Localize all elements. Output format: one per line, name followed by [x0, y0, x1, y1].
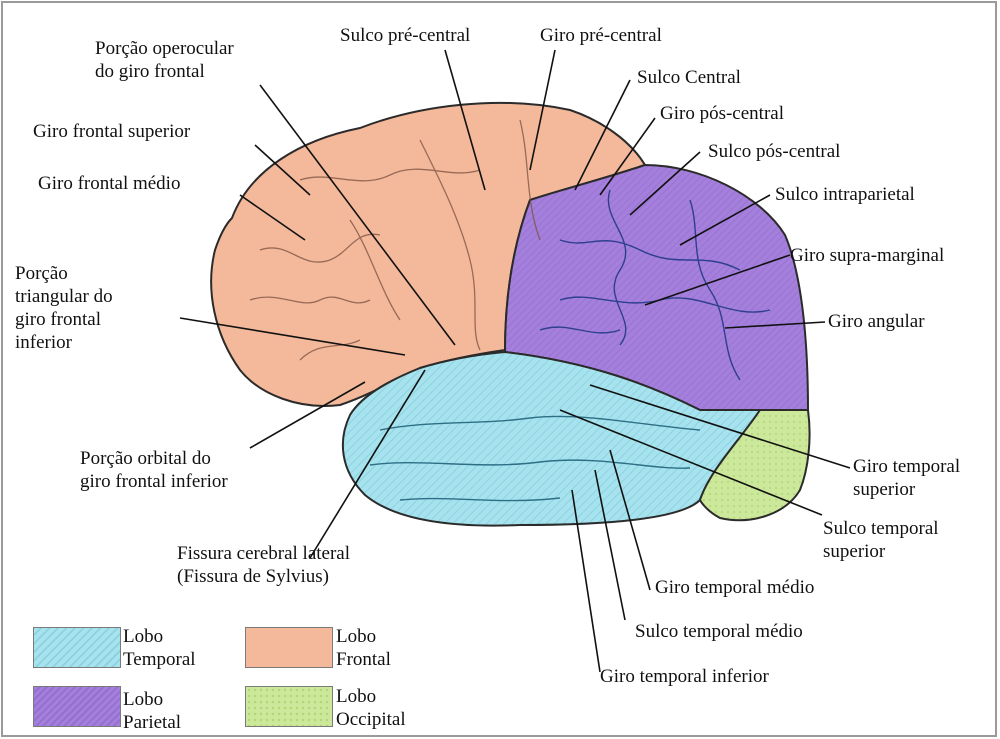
leader-giro-temporal-superior	[589, 384, 851, 469]
leader-giro-pre-central	[529, 49, 556, 171]
leader-sulco-central	[574, 79, 631, 191]
parietal-lobe	[503, 163, 810, 411]
leader-giro-supra-marginal	[644, 254, 791, 306]
leader-lines	[179, 49, 851, 673]
leader-porcao-triangular	[179, 317, 406, 356]
label-sulco-intraparietal: Sulco intraparietal	[775, 184, 915, 205]
temporal-sulci	[369, 415, 701, 502]
label-giro-frontal-superior: Giro frontal superior	[33, 121, 191, 142]
label-fissura-lateral: Fissura cerebral lateral (Fissura de Syl…	[177, 543, 351, 587]
leader-fissura-lateral	[309, 369, 426, 559]
leader-sulco-temporal-superior	[559, 409, 823, 516]
label-giro-temporal-medio: Giro temporal médio	[655, 577, 815, 598]
legend-swatch-temporal	[33, 627, 121, 668]
label-giro-pos-central: Giro pós-central	[660, 103, 784, 124]
leader-giro-temporal-inferior	[571, 489, 601, 673]
leader-sulco-temporal-medio	[594, 469, 626, 621]
legend-swatch-parietal	[33, 686, 121, 727]
legend-swatch-occipital	[245, 686, 333, 727]
temporal-lobe	[341, 350, 762, 527]
label-sulco-pre-central: Sulco pré-central	[340, 25, 471, 46]
leader-giro-pos-central	[599, 117, 656, 196]
leader-giro-angular	[724, 321, 826, 329]
label-porcao-orbital: Porção orbital do giro frontal inferior	[80, 448, 228, 492]
label-giro-frontal-medio: Giro frontal médio	[38, 173, 181, 194]
label-sulco-temporal-superior: Sulco temporal superior	[823, 518, 939, 562]
label-giro-temporal-superior: Giro temporal superior	[853, 456, 961, 500]
legend-label-occipital: Lobo Occipital	[336, 686, 406, 730]
legend-label-frontal: Lobo Frontal	[336, 626, 391, 670]
legend-label-parietal: Lobo Parietal	[123, 689, 182, 733]
sulci-lines	[249, 119, 541, 361]
occipital-lobe	[698, 409, 811, 522]
legend-swatch-frontal	[245, 627, 333, 668]
leader-sulco-pre-central	[444, 49, 486, 191]
leader-porcao-orbital	[249, 381, 366, 449]
label-giro-angular: Giro angular	[828, 311, 925, 332]
label-giro-temporal-inferior: Giro temporal inferior	[600, 666, 769, 687]
leader-giro-frontal-superior	[254, 144, 311, 196]
label-porcao-triangular: Porção triangular do giro frontal inferi…	[15, 263, 113, 353]
leader-sulco-intraparietal	[679, 194, 771, 246]
leader-sulco-pos-central	[629, 151, 701, 216]
leader-giro-frontal-medio	[239, 194, 306, 241]
label-sulco-pos-central: Sulco pós-central	[708, 141, 841, 162]
legend-label-temporal: Lobo Temporal	[123, 626, 196, 670]
label-giro-supra-marginal: Giro supra-marginal	[790, 245, 945, 266]
leader-giro-temporal-medio	[609, 449, 651, 591]
label-sulco-central: Sulco Central	[637, 67, 741, 88]
leader-porcao-operocular	[259, 84, 456, 346]
label-giro-pre-central: Giro pré-central	[540, 25, 662, 46]
label-sulco-temporal-medio: Sulco temporal médio	[635, 621, 803, 642]
label-porcao-operocular: Porção operocular do giro frontal	[95, 38, 234, 82]
